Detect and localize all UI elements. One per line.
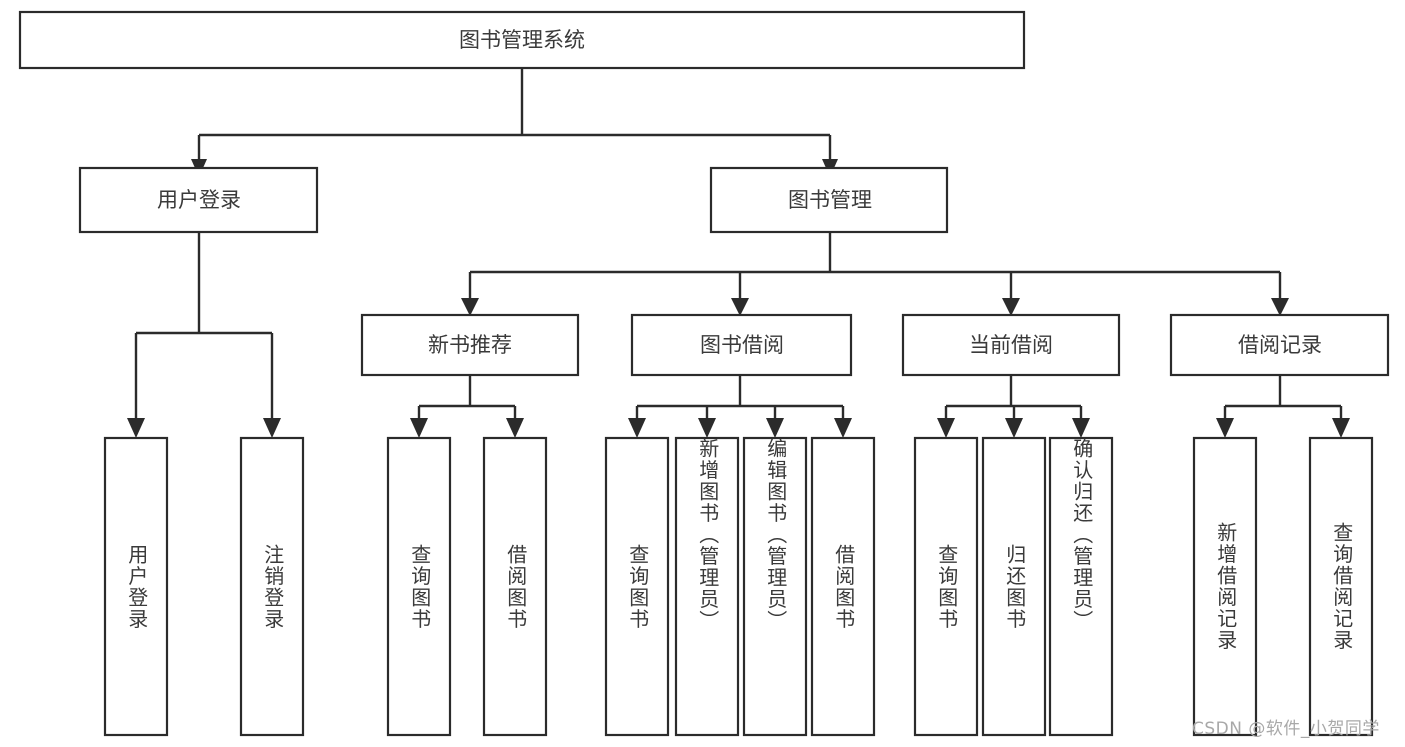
node-box-br-query-record[interactable] (1308, 436, 1374, 737)
node-box-cb-query-book[interactable] (913, 436, 979, 737)
connector-root-to-level2 (197, 68, 832, 160)
label-user-login: 用户登录 (157, 188, 241, 212)
arrow-to-cb-confirm-return (1072, 418, 1090, 438)
arrow-to-nb-borrow-book (506, 418, 524, 438)
node-box-bb-edit-book[interactable] (742, 436, 808, 737)
node-box-book-management[interactable] (709, 166, 949, 234)
arrow-to-cb-query-book (937, 418, 955, 438)
node-box-cb-return-book[interactable] (981, 436, 1047, 737)
node-box-user-logout-leaf[interactable] (239, 436, 305, 737)
connector-bookborrow-to-leaves (635, 375, 845, 420)
arrow-to-user-login-leaf (127, 418, 145, 438)
label-current-borrow: 当前借阅 (969, 333, 1053, 357)
node-box-book-borrow[interactable] (630, 313, 853, 377)
node-box-root[interactable] (18, 10, 1026, 70)
arrow-to-nb-query-book (410, 418, 428, 438)
node-box-borrow-record[interactable] (1169, 313, 1390, 377)
arrow-to-bb-edit-book (766, 418, 784, 438)
connector-layer (127, 68, 1350, 438)
node-box-user-login-leaf[interactable] (103, 436, 169, 737)
connector-borrowrecord-to-leaves (1223, 375, 1343, 420)
arrow-to-borrow-record (1271, 298, 1289, 316)
arrow-to-br-add-record (1216, 418, 1234, 438)
connector-newbook-to-leaves (417, 375, 517, 420)
node-box-current-borrow[interactable] (901, 313, 1121, 377)
arrow-to-user-logout-leaf (263, 418, 281, 438)
arrow-to-bb-query-book (628, 418, 646, 438)
node-box-bb-add-book[interactable] (674, 436, 740, 737)
node-box-cb-confirm-return[interactable] (1048, 436, 1114, 737)
node-box-nb-borrow-book[interactable] (482, 436, 548, 737)
node-box-nb-query-book[interactable] (386, 436, 452, 737)
label-root: 图书管理系统 (459, 28, 585, 52)
arrow-to-br-query-record (1332, 418, 1350, 438)
connector-bookmgmt-to-level3 (468, 232, 1282, 300)
arrow-to-bb-add-book (698, 418, 716, 438)
label-borrow-record: 借阅记录 (1238, 333, 1322, 357)
node-label-layer: 图书管理系统 用户登录 图书管理 新书推荐 图书借阅 当前借阅 借阅记录 (157, 28, 1322, 357)
arrow-to-current-borrow (1002, 298, 1020, 316)
node-box-bb-query-book[interactable] (604, 436, 670, 737)
connector-userlogin-to-leaves (134, 232, 274, 420)
connector-currentborrow-to-leaves (944, 375, 1083, 420)
arrow-to-bb-borrow-book (834, 418, 852, 438)
arrow-to-cb-return-book (1005, 418, 1023, 438)
node-box-br-add-record[interactable] (1192, 436, 1258, 737)
arrow-to-new-book-recommend (461, 298, 479, 316)
node-box-layer (18, 10, 1390, 737)
label-new-book-recommend: 新书推荐 (428, 333, 512, 357)
label-book-management: 图书管理 (788, 188, 872, 212)
node-box-bb-borrow-book[interactable] (810, 436, 876, 737)
label-book-borrow: 图书借阅 (700, 333, 784, 357)
arrow-to-book-borrow (731, 298, 749, 316)
node-box-new-book-recommend[interactable] (360, 313, 580, 377)
node-box-user-login[interactable] (78, 166, 319, 234)
watermark-text: CSDN @软件_小贺同学 (1192, 719, 1380, 739)
